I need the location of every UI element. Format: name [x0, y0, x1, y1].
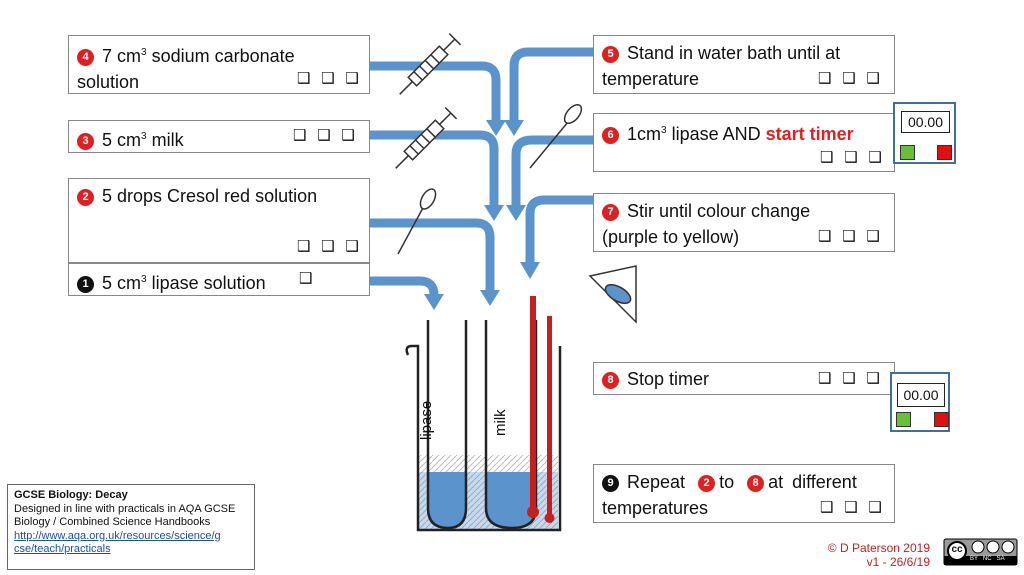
step-number-badge: 5	[602, 46, 619, 63]
timer-display: 00.00	[901, 111, 950, 133]
checkboxes[interactable]: ❑ ❑ ❑	[297, 69, 362, 87]
tube-label-milk: milk	[492, 409, 509, 436]
aqa-link[interactable]: http://www.aqa.org.uk/resources/science/…	[14, 529, 221, 542]
checkboxes[interactable]: ❑ ❑ ❑	[820, 498, 885, 516]
checkboxes[interactable]: ❑ ❑ ❑	[818, 369, 883, 387]
stopwatch-stop: 00.00	[890, 372, 950, 432]
info-line: Designed in line with practicals in AQA …	[14, 502, 236, 515]
info-title: GCSE Biology: Decay	[14, 489, 128, 501]
checkboxes[interactable]: ❑ ❑ ❑	[818, 69, 883, 87]
pipette-icon	[529, 103, 583, 169]
eye-icon	[588, 265, 637, 324]
arrow-step7	[525, 195, 595, 262]
cc-license-tags: BY NC SA	[970, 556, 1005, 562]
arrow-step1	[370, 276, 439, 300]
info-box: GCSE Biology: Decay Designed in line wit…	[7, 484, 255, 570]
stopwatch-start: 00.00	[893, 102, 956, 164]
step-ref-badge: 2	[698, 475, 716, 492]
timer-stop-button[interactable]	[934, 412, 949, 427]
step-number-badge: 3	[77, 133, 94, 150]
checkboxes[interactable]: ❑ ❑ ❑	[818, 227, 883, 245]
info-line: Biology / Combined Science Handbooks	[14, 516, 211, 528]
aqa-link[interactable]: cse/teach/practicals	[14, 543, 111, 555]
checkboxes[interactable]: ❑ ❑ ❑	[297, 237, 362, 255]
step-number-badge: 8	[602, 372, 619, 389]
timer-start-button[interactable]	[896, 412, 911, 427]
checkboxes[interactable]: ❑ ❑ ❑	[820, 148, 885, 166]
step-number-badge: 4	[77, 49, 94, 66]
arrow-step5	[509, 47, 595, 120]
step-ref-badge: 8	[747, 475, 765, 492]
test-tube-lipase	[426, 320, 468, 530]
thermometer-icon	[527, 296, 555, 523]
step-number-badge: 7	[602, 204, 619, 221]
timer-stop-button[interactable]	[937, 145, 952, 160]
arrow-step2	[370, 218, 495, 290]
step-number-badge: 6	[602, 127, 619, 144]
cc-license-icon	[943, 538, 1018, 566]
cc-logo-text: cc	[951, 544, 963, 555]
credit: © D Paterson 2019 v1 - 26/6/19	[827, 541, 930, 569]
arrow-step3	[370, 130, 499, 205]
timer-display: 00.00	[897, 383, 945, 407]
timer-start-button[interactable]	[900, 145, 915, 160]
step-number-badge: 2	[77, 189, 94, 206]
step-number-badge: 1	[77, 276, 94, 293]
syringe-icon	[395, 106, 458, 169]
flow-arrows	[370, 47, 595, 300]
checkboxes[interactable]: ❑ ❑ ❑	[293, 126, 358, 144]
step-number-badge: 9	[602, 475, 619, 492]
checkboxes[interactable]: ❑	[299, 269, 316, 287]
arrow-step4	[370, 61, 501, 120]
pipette-icon	[397, 188, 437, 255]
syringe-icon	[399, 32, 462, 95]
tube-label-lipase: lipase	[418, 400, 435, 440]
arrow-step6	[511, 135, 595, 205]
